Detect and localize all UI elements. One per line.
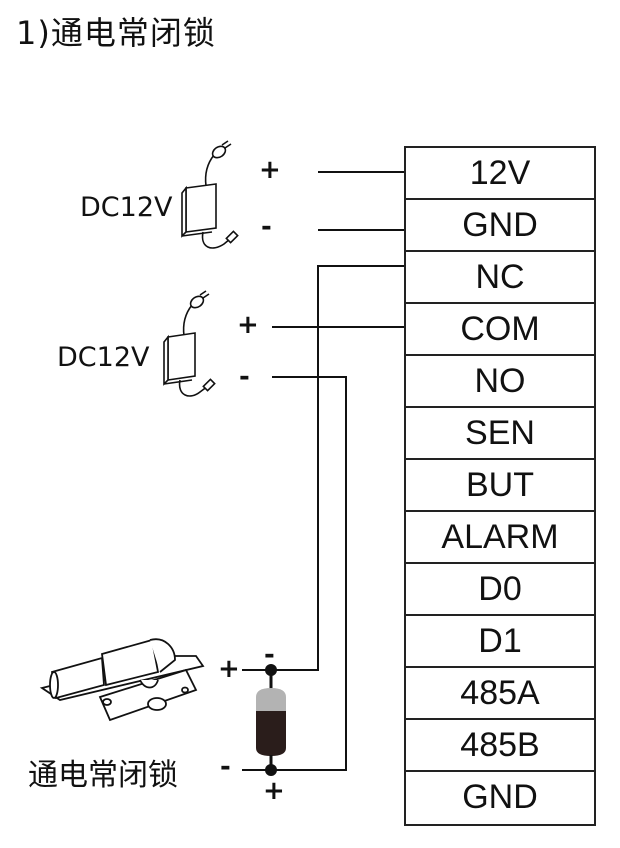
terminal-pin: NO	[406, 356, 594, 408]
power-adapter-icon	[181, 140, 239, 249]
lock-plus-terminal: +	[218, 654, 240, 684]
terminal-pin: D1	[406, 616, 594, 668]
page-title: 1)通电常闭锁	[16, 14, 216, 52]
diode-icon	[256, 664, 286, 776]
lock-label: 通电常闭锁	[28, 758, 178, 793]
terminal-pin: GND	[462, 778, 538, 816]
polarity-minus: -	[239, 362, 250, 392]
terminal-pin: SEN	[406, 408, 594, 460]
terminal-pin: COM	[406, 304, 594, 356]
polarity-plus: +	[259, 155, 281, 185]
polarity-plus: +	[237, 310, 259, 340]
power-supply-label: DC12V	[80, 192, 173, 223]
terminal-pin: ALARM	[406, 512, 594, 564]
terminal-block: 12V GND NC COM NO SEN BUT ALARM D0 D1 48…	[404, 146, 596, 826]
polarity-minus: -	[261, 212, 272, 242]
terminal-pin: 485A	[406, 668, 594, 720]
power-supply-label: DC12V	[57, 342, 150, 373]
terminal-pin: D0	[406, 564, 594, 616]
wire-supply2-minus-to-lock-minus	[242, 376, 347, 771]
diode-bottom-sign: +	[263, 776, 285, 806]
terminal-pin: NC	[406, 252, 594, 304]
power-adapter-icon	[163, 290, 216, 397]
terminal-pin: BUT	[406, 460, 594, 512]
lock-minus-terminal: -	[220, 752, 231, 782]
electric-bolt-lock-icon	[39, 638, 205, 722]
diode-top-sign: -	[264, 640, 275, 670]
wire-nc-to-lock-plus	[242, 265, 404, 671]
terminal-pin: 485B	[406, 720, 594, 772]
terminal-pin: 12V	[406, 148, 594, 200]
terminal-pin: GND	[406, 200, 594, 252]
